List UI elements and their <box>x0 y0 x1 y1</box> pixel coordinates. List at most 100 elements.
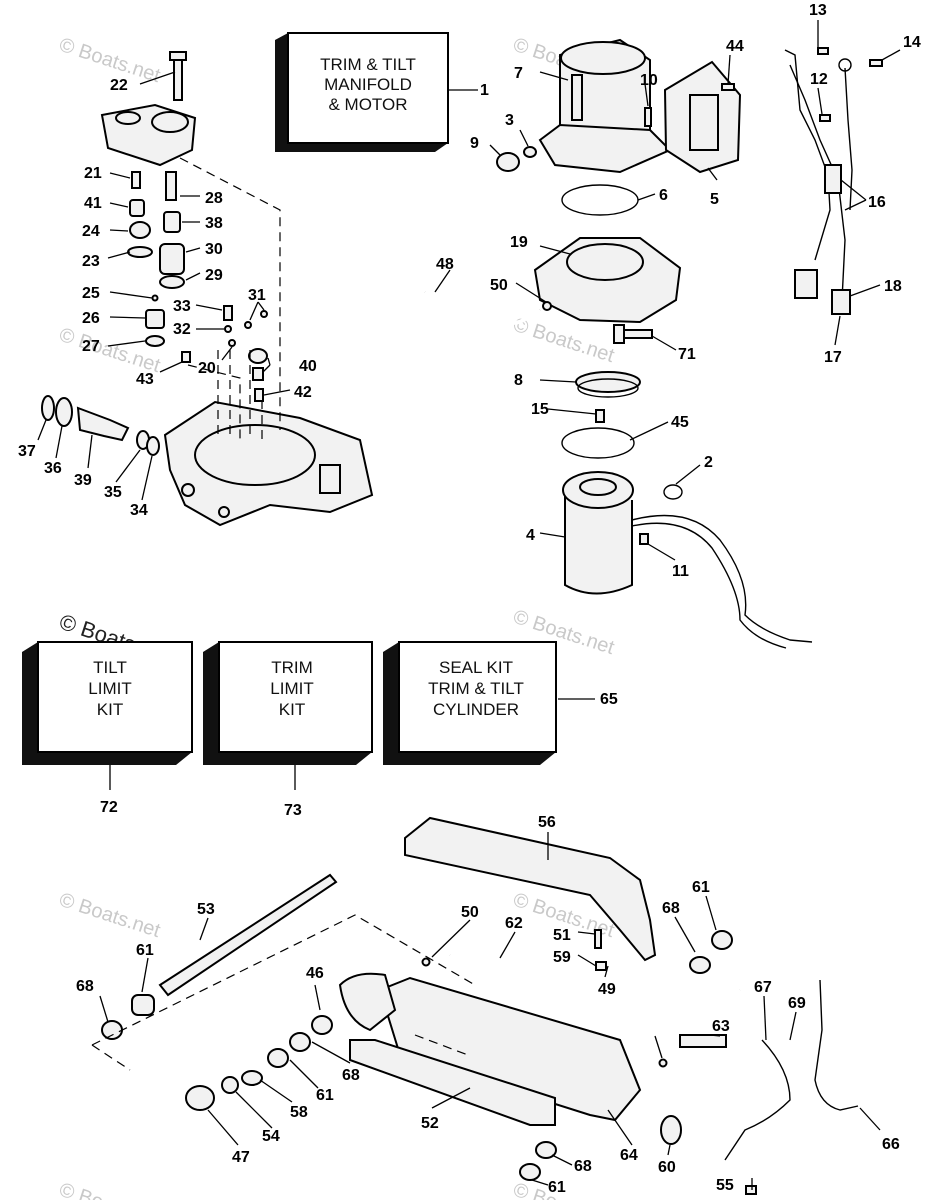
box-label-line: CYLINDER <box>433 700 519 719</box>
callout-68a: 68 <box>76 978 94 995</box>
hose-part <box>424 290 552 328</box>
callout-68b: 68 <box>342 1067 360 1084</box>
callout-30: 30 <box>205 241 223 258</box>
callout-29: 29 <box>205 267 223 284</box>
box-seal-kit: SEAL KIT TRIM & TILT CYLINDER <box>383 641 557 765</box>
gasket-part <box>561 427 635 459</box>
callout-62: 62 <box>505 915 523 932</box>
callout-73: 73 <box>284 802 302 819</box>
callout-15: 15 <box>531 401 549 418</box>
callout-43: 43 <box>136 371 154 388</box>
callout-54: 54 <box>262 1128 280 1145</box>
callout-27: 27 <box>82 338 100 355</box>
callout-9: 9 <box>470 135 479 152</box>
ground-wire-part <box>724 979 859 1161</box>
box-label-line: SEAL KIT <box>439 658 513 677</box>
callout-7: 7 <box>514 65 523 82</box>
callout-46: 46 <box>306 965 324 982</box>
box-label-line: TRIM & TILT <box>320 55 416 74</box>
assembly-dash-lines <box>179 157 281 440</box>
watermark: © Boats.net <box>56 1179 163 1200</box>
callout-45: 45 <box>671 414 689 431</box>
callout-55: 55 <box>716 1177 734 1194</box>
callout-61c: 61 <box>692 879 710 896</box>
callout-26: 26 <box>82 310 100 327</box>
callout-labels: 1 2 3 4 5 6 7 8 9 10 11 12 13 14 15 16 1… <box>18 2 921 1196</box>
box-trim-limit-kit: TRIM LIMIT KIT <box>203 641 373 765</box>
callout-68d: 68 <box>574 1158 592 1175</box>
watermark: © Boats.net <box>510 314 617 367</box>
callout-53: 53 <box>197 901 215 918</box>
clamp-part <box>575 371 641 398</box>
bolt-part <box>613 324 653 344</box>
callout-31: 31 <box>248 287 266 304</box>
box-label-line: TRIM & TILT <box>428 679 524 698</box>
watermark: © Boats.net <box>56 324 163 377</box>
callout-5: 5 <box>710 191 719 208</box>
screw-part <box>639 533 649 545</box>
manifold-cap-part <box>100 51 197 167</box>
callout-40: 40 <box>299 358 317 375</box>
box-label-line: LIMIT <box>88 679 131 698</box>
callout-39: 39 <box>74 472 92 489</box>
clip-part <box>663 484 683 500</box>
box-label-line: LIMIT <box>270 679 313 698</box>
callout-49: 49 <box>598 981 616 998</box>
callout-50b: 50 <box>461 904 479 921</box>
callout-16: 16 <box>868 194 886 211</box>
callout-33: 33 <box>173 298 191 315</box>
small-seals-lower <box>101 929 757 1195</box>
callout-71: 71 <box>678 346 696 363</box>
assembly-dash-lines-lower <box>91 914 476 1071</box>
callout-6: 6 <box>659 187 668 204</box>
port-seal-parts <box>41 395 160 456</box>
callout-23: 23 <box>82 253 100 270</box>
callout-48: 48 <box>436 256 454 273</box>
callout-72: 72 <box>100 799 118 816</box>
callout-58: 58 <box>290 1104 308 1121</box>
callout-41: 41 <box>84 195 102 212</box>
manifold-base-part <box>163 400 374 527</box>
callout-47: 47 <box>232 1149 250 1166</box>
piston-rod-part <box>131 873 338 1016</box>
callout-21: 21 <box>84 165 102 182</box>
wiring-harness-part <box>784 47 883 315</box>
callout-59: 59 <box>553 949 571 966</box>
callout-32: 32 <box>173 321 191 338</box>
callout-36: 36 <box>44 460 62 477</box>
callout-3: 3 <box>505 112 514 129</box>
callout-61a: 61 <box>136 942 154 959</box>
callout-19: 19 <box>510 234 528 251</box>
callout-25: 25 <box>82 285 100 302</box>
callout-24: 24 <box>82 223 100 240</box>
callout-66: 66 <box>882 1136 900 1153</box>
callout-42: 42 <box>294 384 312 401</box>
pump-motor-part <box>562 471 813 649</box>
filter-part <box>595 409 605 423</box>
callout-4: 4 <box>526 527 535 544</box>
cylinder-part <box>338 972 642 1126</box>
callout-1: 1 <box>480 82 489 99</box>
watermark: © Boats.net <box>56 889 163 942</box>
callout-12: 12 <box>810 71 828 88</box>
callout-63: 63 <box>712 1018 730 1035</box>
box-label-line: & MOTOR <box>328 95 407 114</box>
callout-35: 35 <box>104 484 122 501</box>
callout-51: 51 <box>553 927 571 944</box>
callout-2: 2 <box>704 454 713 471</box>
o-ring-part <box>561 184 639 216</box>
callout-60: 60 <box>658 1159 676 1176</box>
callout-64: 64 <box>620 1147 638 1164</box>
callout-11: 11 <box>672 563 689 580</box>
callout-44: 44 <box>726 38 744 55</box>
callout-67: 67 <box>754 979 772 996</box>
valve-body-part <box>533 237 682 324</box>
callout-28: 28 <box>205 190 223 207</box>
callout-52: 52 <box>421 1115 439 1132</box>
callout-50: 50 <box>490 277 508 294</box>
leader-lines <box>37 20 901 1190</box>
callout-37: 37 <box>18 443 36 460</box>
callout-13: 13 <box>809 2 827 19</box>
callout-17: 17 <box>824 349 842 366</box>
